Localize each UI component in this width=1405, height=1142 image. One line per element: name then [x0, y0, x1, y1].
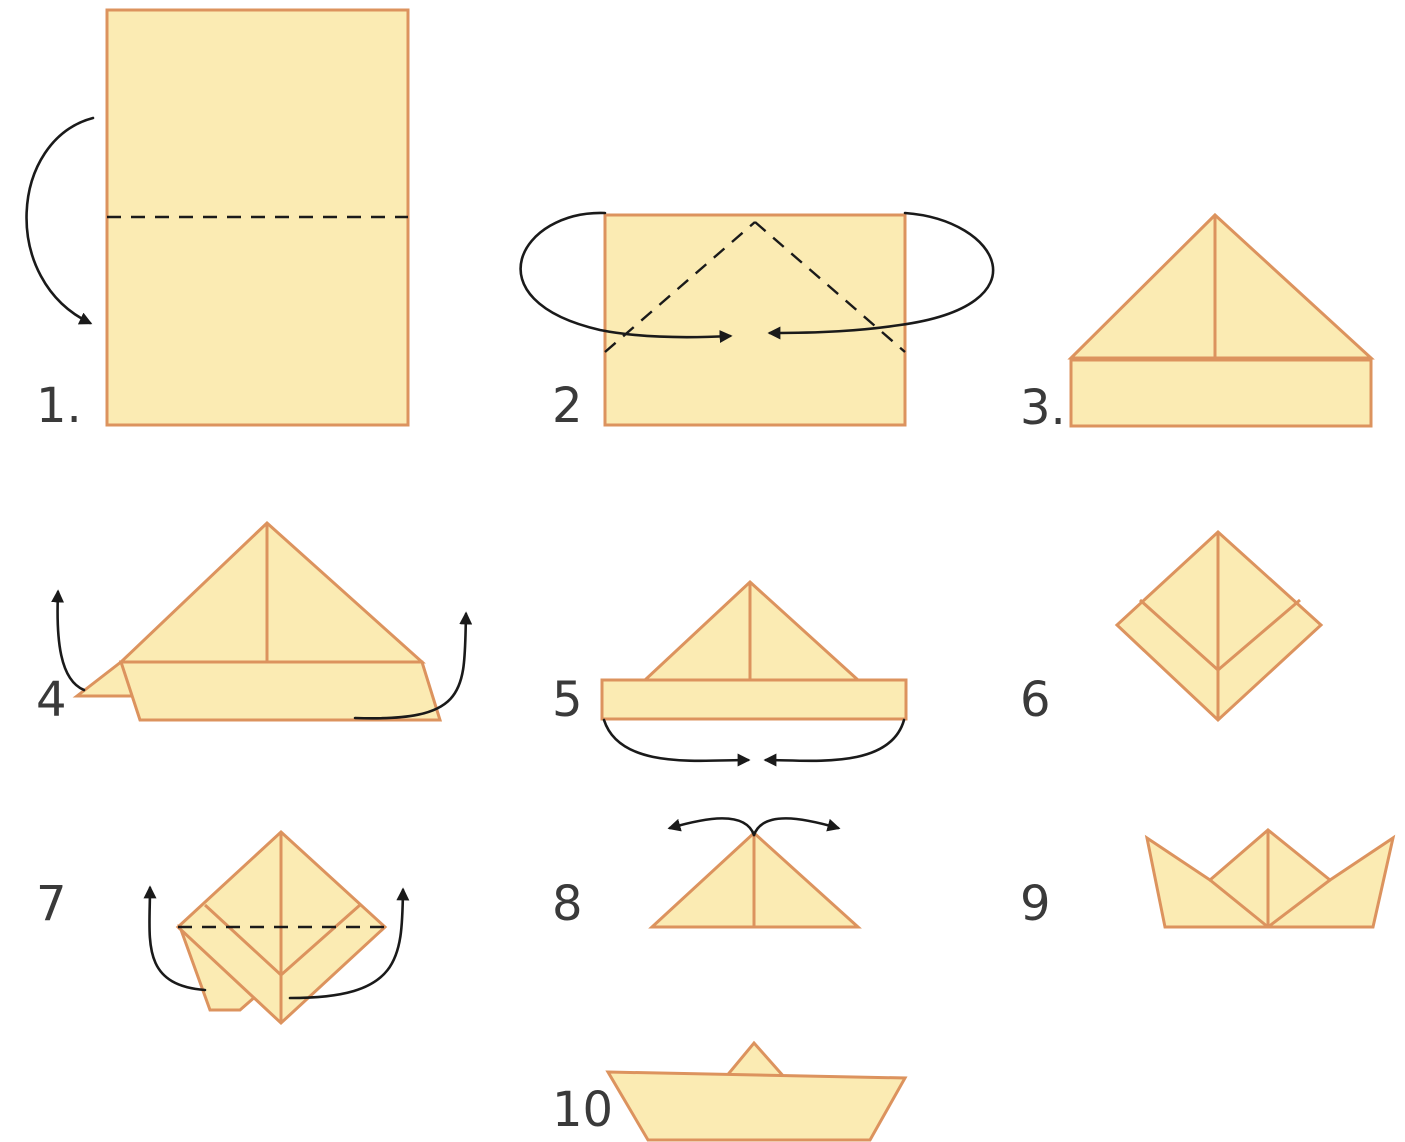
- step-number: 6: [1020, 672, 1051, 728]
- brim-strip: [1069, 358, 1373, 428]
- triangle-top: [117, 520, 426, 664]
- step-number: 5: [552, 672, 583, 728]
- step-10: 10: [552, 1040, 908, 1142]
- step-3: 3.: [1020, 212, 1375, 436]
- brim-strip: [600, 678, 908, 721]
- step-5: 5: [552, 579, 908, 767]
- step-number: 3.: [1020, 380, 1066, 436]
- fold-line-left: [604, 221, 756, 353]
- folded-brim: [118, 660, 443, 722]
- step-9: 9: [1020, 828, 1396, 932]
- step-number: 4: [36, 672, 67, 728]
- fold-arrow-left-icon: [519, 211, 733, 344]
- fold-line-right: [754, 221, 906, 353]
- crease-right: [1267, 878, 1331, 929]
- step-number: 9: [1020, 876, 1051, 932]
- crease-left: [1209, 878, 1269, 929]
- fold-arrow-right-icon: [767, 211, 995, 340]
- step-4: 4: [36, 520, 473, 728]
- boat-hull: [1144, 828, 1396, 929]
- fold-up-arrow-left-icon: [51, 589, 86, 692]
- triangle-top: [1067, 212, 1375, 360]
- step-1: 1.: [25, 8, 410, 434]
- step-number: 7: [36, 876, 67, 932]
- fold-up-arrow-right-icon: [288, 887, 410, 1000]
- step-number: 2: [552, 378, 583, 434]
- step-number: 1.: [36, 378, 82, 434]
- fold-in-arrow-left-icon: [602, 718, 751, 767]
- step-number: 8: [552, 876, 583, 932]
- step-2: 2: [519, 211, 995, 434]
- pull-apart-arrow-right-icon: [752, 817, 841, 837]
- fold-up-arrow-left-icon: [143, 885, 207, 992]
- step-8: 8: [552, 817, 862, 932]
- step-7: 7: [36, 829, 410, 1026]
- boat-hull: [605, 1070, 908, 1142]
- folded-sheet: [603, 213, 907, 427]
- fold-in-arrow-right-icon: [763, 718, 906, 767]
- fold-up-arrow-right-icon: [353, 611, 473, 720]
- step-6: 6: [1020, 529, 1324, 728]
- pull-apart-arrow-left-icon: [667, 817, 756, 837]
- fold-arrow-icon: [25, 116, 95, 325]
- sail: [721, 1040, 789, 1080]
- step-number: 10: [552, 1082, 613, 1138]
